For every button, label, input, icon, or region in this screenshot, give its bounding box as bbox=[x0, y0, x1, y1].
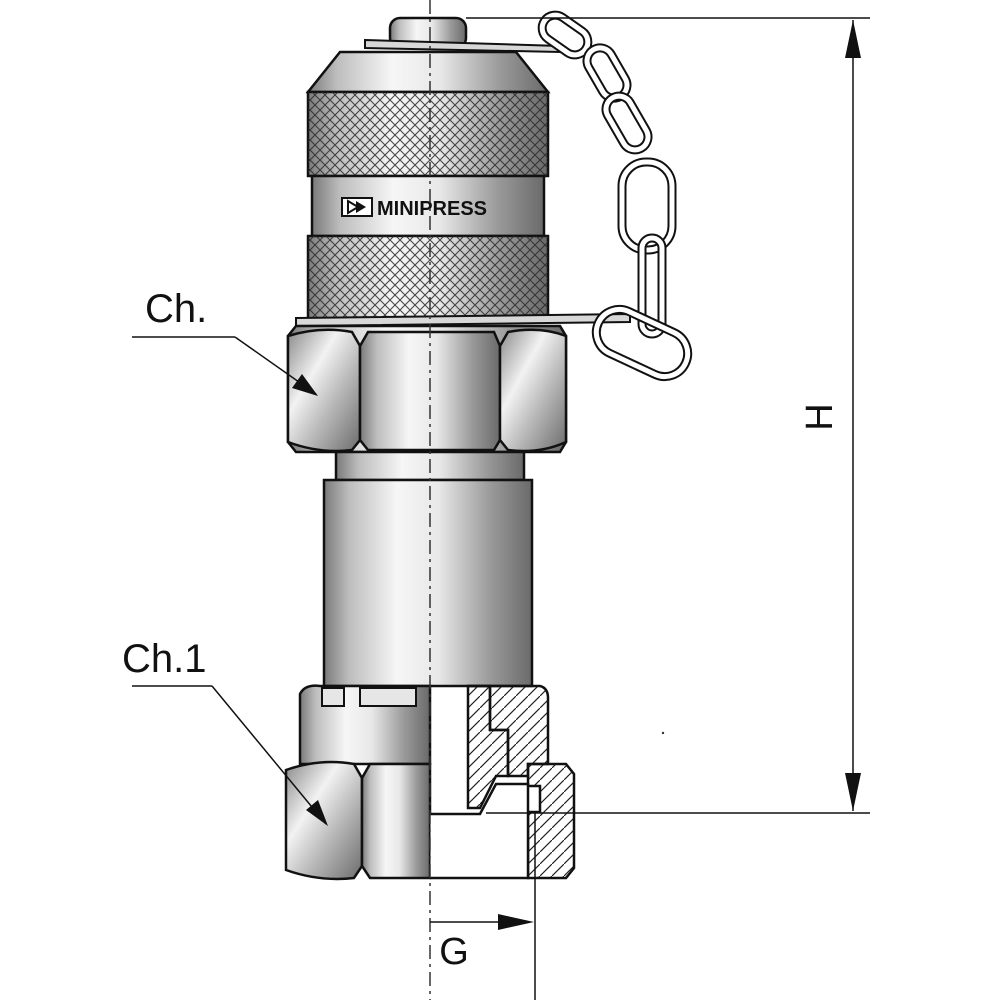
dimension-g: G bbox=[430, 812, 536, 1000]
chain-link bbox=[537, 10, 593, 60]
leader-ch: Ch. bbox=[132, 287, 318, 396]
upper-hex-nut bbox=[286, 324, 568, 454]
chain-link bbox=[617, 157, 677, 255]
leader-ch1: Ch.1 bbox=[122, 637, 328, 826]
lower-hex-face-center bbox=[360, 762, 432, 880]
dimension-label-h: H bbox=[799, 403, 841, 430]
chain-link bbox=[601, 91, 653, 155]
lower-nut-exterior bbox=[284, 684, 432, 881]
arrow-head-bottom bbox=[845, 773, 861, 811]
dimension-label-g: G bbox=[439, 931, 469, 973]
chain-link bbox=[591, 304, 693, 382]
body bbox=[322, 450, 534, 688]
dimension-h: H bbox=[466, 17, 870, 814]
label-ch: Ch. bbox=[145, 287, 207, 331]
arrow-head-top bbox=[845, 20, 861, 58]
nut-slot bbox=[321, 687, 345, 707]
label-ch1: Ch.1 bbox=[122, 637, 207, 681]
hex-face-left bbox=[286, 328, 362, 453]
chain bbox=[537, 10, 693, 382]
minipress-logo-icon bbox=[341, 197, 373, 217]
dot-mark bbox=[661, 731, 665, 735]
section-inner-wall bbox=[466, 684, 510, 810]
section-bore bbox=[430, 782, 530, 880]
arrow-head-g bbox=[498, 914, 534, 930]
chain-retainer-bottom bbox=[295, 312, 631, 328]
body-cylinder bbox=[322, 478, 534, 688]
nut-slot bbox=[359, 687, 417, 707]
arrow-head-ch bbox=[292, 374, 318, 396]
cap-dome bbox=[305, 50, 551, 94]
brand-label: MINIPRESS bbox=[377, 198, 487, 220]
cap: MINIPRESS bbox=[295, 16, 631, 328]
hex-face-right bbox=[498, 328, 568, 453]
lower-nut-section bbox=[429, 684, 576, 880]
arrow-head-ch1 bbox=[306, 800, 328, 826]
chain-link bbox=[637, 233, 667, 339]
